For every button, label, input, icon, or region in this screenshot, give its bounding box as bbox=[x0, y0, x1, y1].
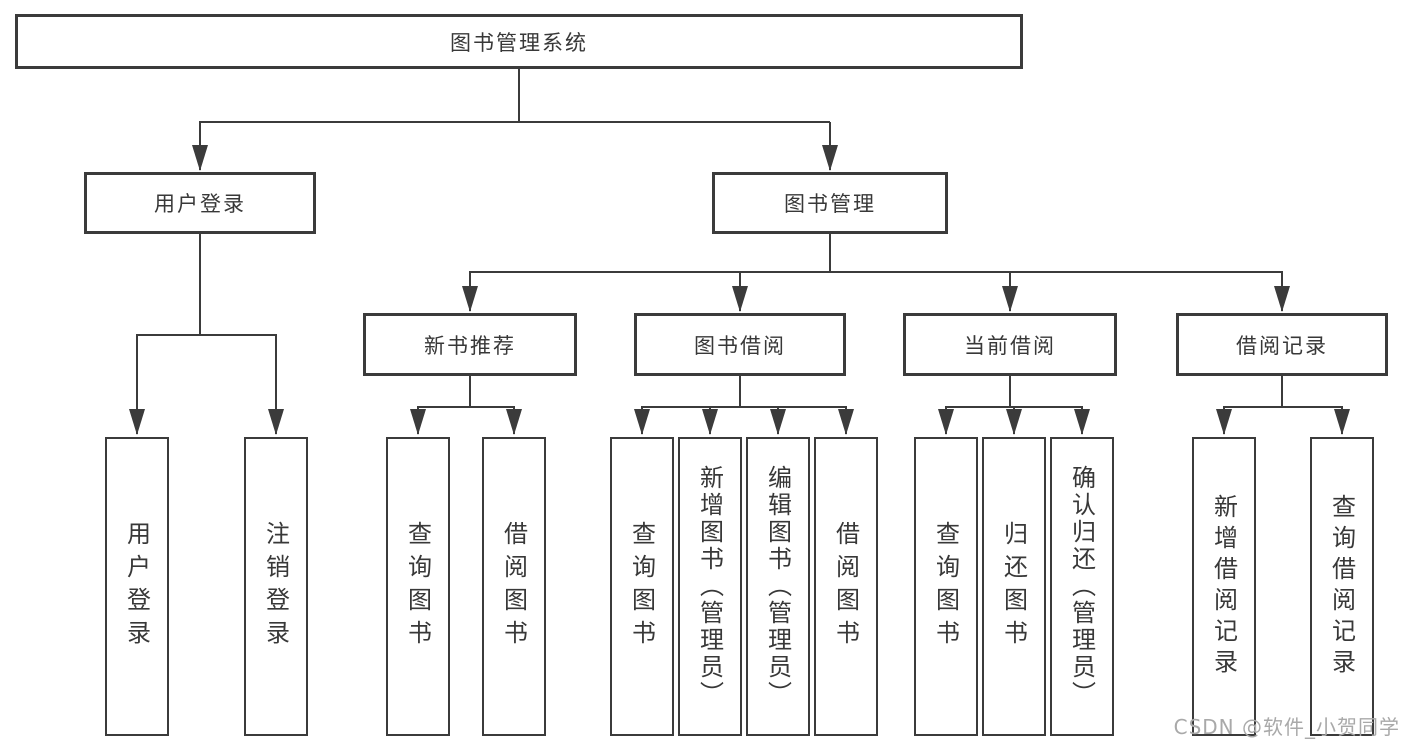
leaf-return-book: 归还图书 bbox=[982, 437, 1046, 736]
node-book-borrow-label: 图书借阅 bbox=[694, 333, 786, 358]
leaf-query-books-current-label: 查询图书 bbox=[931, 520, 960, 653]
leaf-query-books-recommend: 查询图书 bbox=[386, 437, 450, 736]
leaf-add-book-admin: 新增图书（管理员） bbox=[678, 437, 742, 736]
leaf-add-book-admin-label: 新增图书（管理员） bbox=[695, 465, 724, 708]
node-library-system: 图书管理系统 bbox=[15, 14, 1023, 69]
leaf-confirm-return-admin: 确认归还（管理员） bbox=[1050, 437, 1114, 736]
leaf-query-borrow-record-label: 查询借阅记录 bbox=[1327, 493, 1356, 680]
leaf-query-books-borrow-label: 查询图书 bbox=[627, 520, 656, 653]
leaf-query-books-recommend-label: 查询图书 bbox=[403, 520, 432, 653]
node-book-management: 图书管理 bbox=[712, 172, 948, 234]
node-new-book-recommend-label: 新书推荐 bbox=[424, 333, 516, 358]
leaf-borrow-books-label: 借阅图书 bbox=[831, 520, 860, 653]
node-book-management-label: 图书管理 bbox=[784, 192, 876, 216]
node-new-book-recommend: 新书推荐 bbox=[363, 313, 577, 376]
leaf-edit-book-admin-label: 编辑图书（管理员） bbox=[763, 465, 792, 708]
node-borrow-records-label: 借阅记录 bbox=[1236, 333, 1328, 358]
node-book-borrow: 图书借阅 bbox=[634, 313, 846, 376]
node-user-login-label: 用户登录 bbox=[154, 192, 246, 216]
leaf-confirm-return-admin-label: 确认归还（管理员） bbox=[1067, 465, 1096, 708]
node-user-login: 用户登录 bbox=[84, 172, 316, 234]
leaf-edit-book-admin: 编辑图书（管理员） bbox=[746, 437, 810, 736]
leaf-user-login: 用户登录 bbox=[105, 437, 169, 736]
leaf-query-books-current: 查询图书 bbox=[914, 437, 978, 736]
leaf-query-books-borrow: 查询图书 bbox=[610, 437, 674, 736]
leaf-user-login-label: 用户登录 bbox=[122, 520, 151, 653]
leaf-query-borrow-record: 查询借阅记录 bbox=[1310, 437, 1374, 736]
node-current-borrow-label: 当前借阅 bbox=[964, 333, 1056, 358]
leaf-borrow-books-recommend-label: 借阅图书 bbox=[499, 520, 528, 653]
leaf-add-borrow-record-label: 新增借阅记录 bbox=[1209, 493, 1238, 680]
leaf-borrow-books-recommend: 借阅图书 bbox=[482, 437, 546, 736]
node-borrow-records: 借阅记录 bbox=[1176, 313, 1388, 376]
node-current-borrow: 当前借阅 bbox=[903, 313, 1117, 376]
leaf-borrow-books: 借阅图书 bbox=[814, 437, 878, 736]
node-library-system-label: 图书管理系统 bbox=[450, 30, 588, 55]
leaf-logout: 注销登录 bbox=[244, 437, 308, 736]
leaf-logout-label: 注销登录 bbox=[261, 520, 290, 653]
connector-group bbox=[129, 69, 1350, 435]
leaf-add-borrow-record: 新增借阅记录 bbox=[1192, 437, 1256, 736]
watermark: CSDN @软件_小贺同学 bbox=[1173, 715, 1400, 739]
leaf-return-book-label: 归还图书 bbox=[999, 520, 1028, 653]
